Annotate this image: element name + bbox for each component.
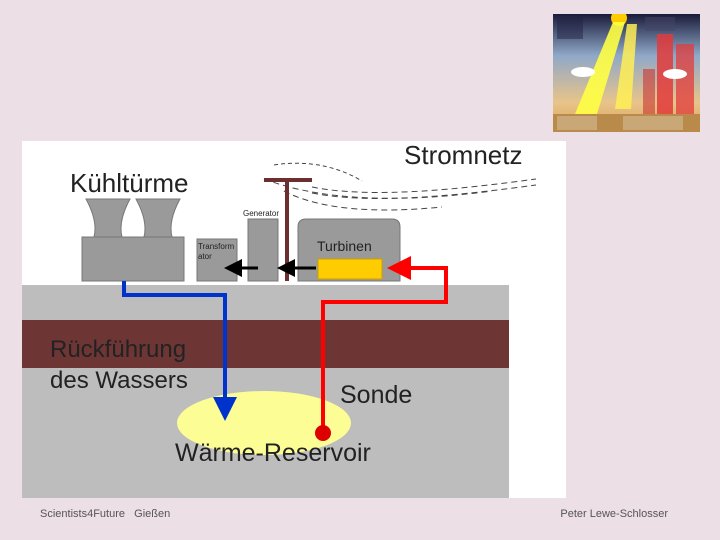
- label-water-return-line1: Rückführung: [50, 336, 187, 363]
- cloud-icon: [571, 67, 595, 77]
- energy-balance-thumbnail: [553, 14, 700, 132]
- label-generator: Generator: [243, 209, 280, 218]
- geothermal-plant-diagram: Kühltürme Stromnetz Generator Transform …: [22, 141, 566, 498]
- cooling-tower-left: [85, 198, 131, 238]
- power-line: [273, 162, 363, 182]
- footer-left-text: Scientists4Future Gießen: [40, 508, 171, 520]
- label-water-return-line2: des Wassers: [50, 367, 188, 394]
- rock-layer: [22, 320, 509, 368]
- cooling-tower-base: [81, 236, 185, 282]
- power-line: [311, 184, 537, 199]
- label-power-grid: Stromnetz: [404, 140, 523, 170]
- hot-water-pipe: [321, 256, 448, 431]
- cold-water-pipe: [122, 281, 237, 421]
- diagram-graphic: [22, 162, 537, 498]
- label-transformer-line1: Transform: [198, 242, 235, 251]
- label-transformer-line2: ator: [198, 252, 212, 261]
- power-line: [311, 178, 537, 193]
- probe-point: [315, 425, 331, 441]
- energy-balance-graphic: [553, 14, 700, 132]
- label-turbines: Turbinen: [317, 238, 372, 254]
- footer-right-text: Peter Lewe-Schlosser: [560, 508, 668, 520]
- cloud-icon: [663, 69, 687, 79]
- turbine-box: [317, 258, 383, 280]
- pylon-mast: [285, 179, 289, 281]
- generator-building: [247, 218, 279, 282]
- pylon-crossbar: [264, 178, 312, 182]
- label-probe: Sonde: [340, 381, 413, 409]
- power-line: [283, 190, 443, 211]
- label-heat-reservoir: Wärme-Reservoir: [175, 439, 371, 467]
- label-cooling-towers: Kühltürme: [70, 168, 189, 198]
- cooling-tower-right: [135, 198, 181, 238]
